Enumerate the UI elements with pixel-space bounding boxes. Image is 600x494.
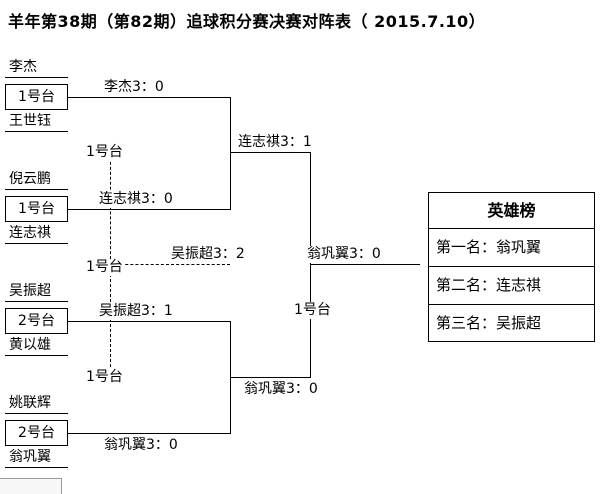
table-label-third-place: 1号台: [84, 259, 125, 276]
bottom-left-table-fragment: [0, 478, 62, 494]
bracket-line-match4: [68, 433, 230, 434]
third-place-dashed-connector-bottom: [110, 264, 111, 377]
player-name-niyunpeng: 倪云鹏: [5, 168, 68, 190]
result-semifinal-top: 连志祺3：1: [237, 134, 313, 151]
player-name-wuzhenchao: 吴振超: [5, 280, 68, 302]
player-name-lianzhiqi: 连志祺: [5, 222, 68, 244]
result-match3: 吴振超3：1: [98, 303, 174, 320]
hero-board-rank-3: 第三名：吴振超: [436, 314, 542, 332]
hero-board-title: 英雄榜: [429, 193, 594, 229]
hero-board-rank-1: 第一名：翁巩翼: [429, 229, 594, 267]
result-match2: 连志祺3：0: [98, 191, 174, 208]
table-assignment-box-2: 1号台: [5, 196, 68, 222]
player-name-wenggongyi: 翁巩翼: [5, 446, 68, 468]
result-semifinal-bottom: 翁巩翼3：0: [243, 381, 319, 398]
table-label-semifinal-top: 1号台: [84, 144, 125, 161]
table-label-final: 1号台: [292, 302, 333, 319]
result-third-place: 吴振超3：2: [170, 246, 246, 263]
bracket-line-match2: [68, 209, 230, 210]
result-match1: 李杰3：0: [103, 79, 165, 96]
hero-board: 英雄榜 第一名：翁巩翼 第二名：连志祺 第三名：吴振超: [428, 192, 595, 342]
player-name-yaolianhui: 姚联辉: [5, 392, 68, 414]
third-place-dashed-connector-top: [110, 152, 111, 264]
bracket-connector-final: [310, 152, 311, 378]
bracket-connector-top: [230, 97, 231, 210]
table-assignment-box-1: 1号台: [5, 84, 68, 110]
table-assignment-box-4: 2号台: [5, 420, 68, 446]
player-name-wangshiyu: 王世钰: [5, 110, 68, 132]
third-place-dashed-line: [110, 264, 230, 265]
bracket-line-match1: [68, 97, 230, 98]
bracket-line-match3: [68, 321, 230, 322]
bracket-line-semifinal-top: [230, 152, 310, 153]
player-name-lijie: 李杰: [5, 56, 68, 78]
table-assignment-box-3: 2号台: [5, 308, 68, 334]
page-title: 羊年第38期（第82期）追球积分赛决赛对阵表（ 2015.7.10）: [8, 12, 486, 31]
player-name-huangyixiong: 黄以雄: [5, 334, 68, 356]
result-final: 翁巩翼3：0: [306, 246, 382, 263]
table-label-semifinal-bottom: 1号台: [84, 369, 125, 386]
bracket-line-semifinal-bottom: [230, 377, 310, 378]
bracket-line-final: [310, 264, 420, 265]
hero-board-rank-2: 第二名：连志祺: [429, 267, 594, 305]
result-match4: 翁巩翼3：0: [103, 437, 179, 454]
